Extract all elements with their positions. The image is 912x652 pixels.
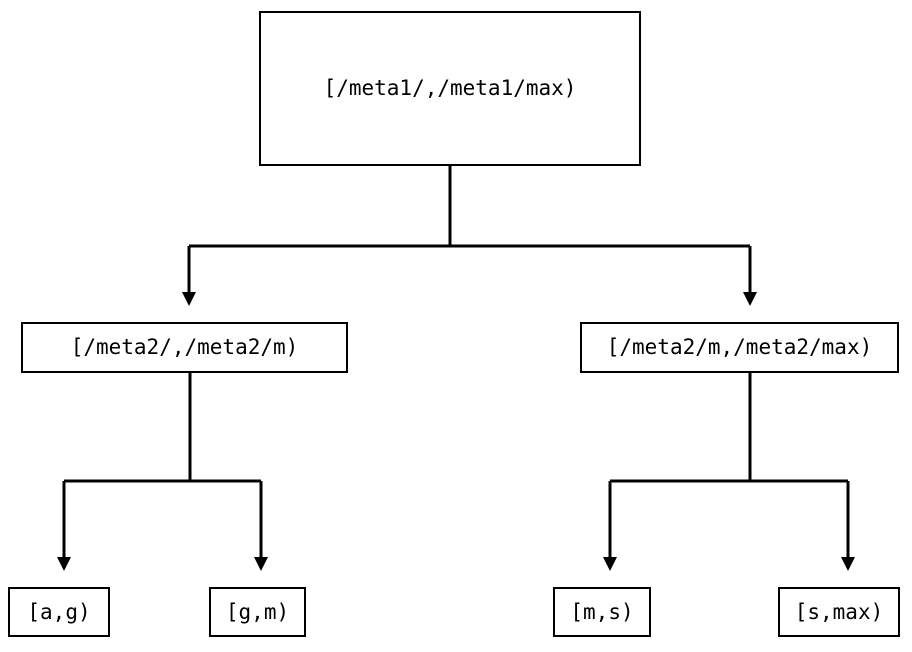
tree-node-mid-right[interactable]: [/meta2/m,/meta2/max) [580,322,899,373]
tree-node-leaf-g-m-label: [g,m) [225,599,290,624]
arrowhead-mid-right-to-leaf-m-s [603,557,617,571]
tree-node-root[interactable]: [/meta1/,/meta1/max) [259,11,641,166]
tree-node-mid-left[interactable]: [/meta2/,/meta2/m) [21,322,348,373]
tree-node-leaf-a-g-label: [a,g) [27,599,91,624]
arrowhead-mid-left-to-leaf-g-m [254,557,268,571]
tree-node-leaf-g-m[interactable]: [g,m) [209,587,306,637]
arrowhead-root-to-mid-right [743,292,757,306]
arrowhead-root-to-mid-left [182,292,196,306]
arrowhead-mid-left-to-leaf-a-g [57,557,71,571]
tree-node-mid-right-label: [/meta2/m,/meta2/max) [606,335,873,359]
tree-node-leaf-m-s[interactable]: [m,s) [553,587,651,637]
tree-node-mid-left-label: [/meta2/,/meta2/m) [70,335,299,359]
tree-node-leaf-s-max[interactable]: [s,max) [778,587,900,637]
arrowhead-mid-right-to-leaf-s-max [841,557,855,571]
tree-node-leaf-a-g[interactable]: [a,g) [8,587,110,637]
tree-node-leaf-m-s-label: [m,s) [570,599,634,624]
tree-node-leaf-s-max-label: [s,max) [794,599,884,624]
tree-node-root-label: [/meta1/,/meta1/max) [323,76,577,100]
